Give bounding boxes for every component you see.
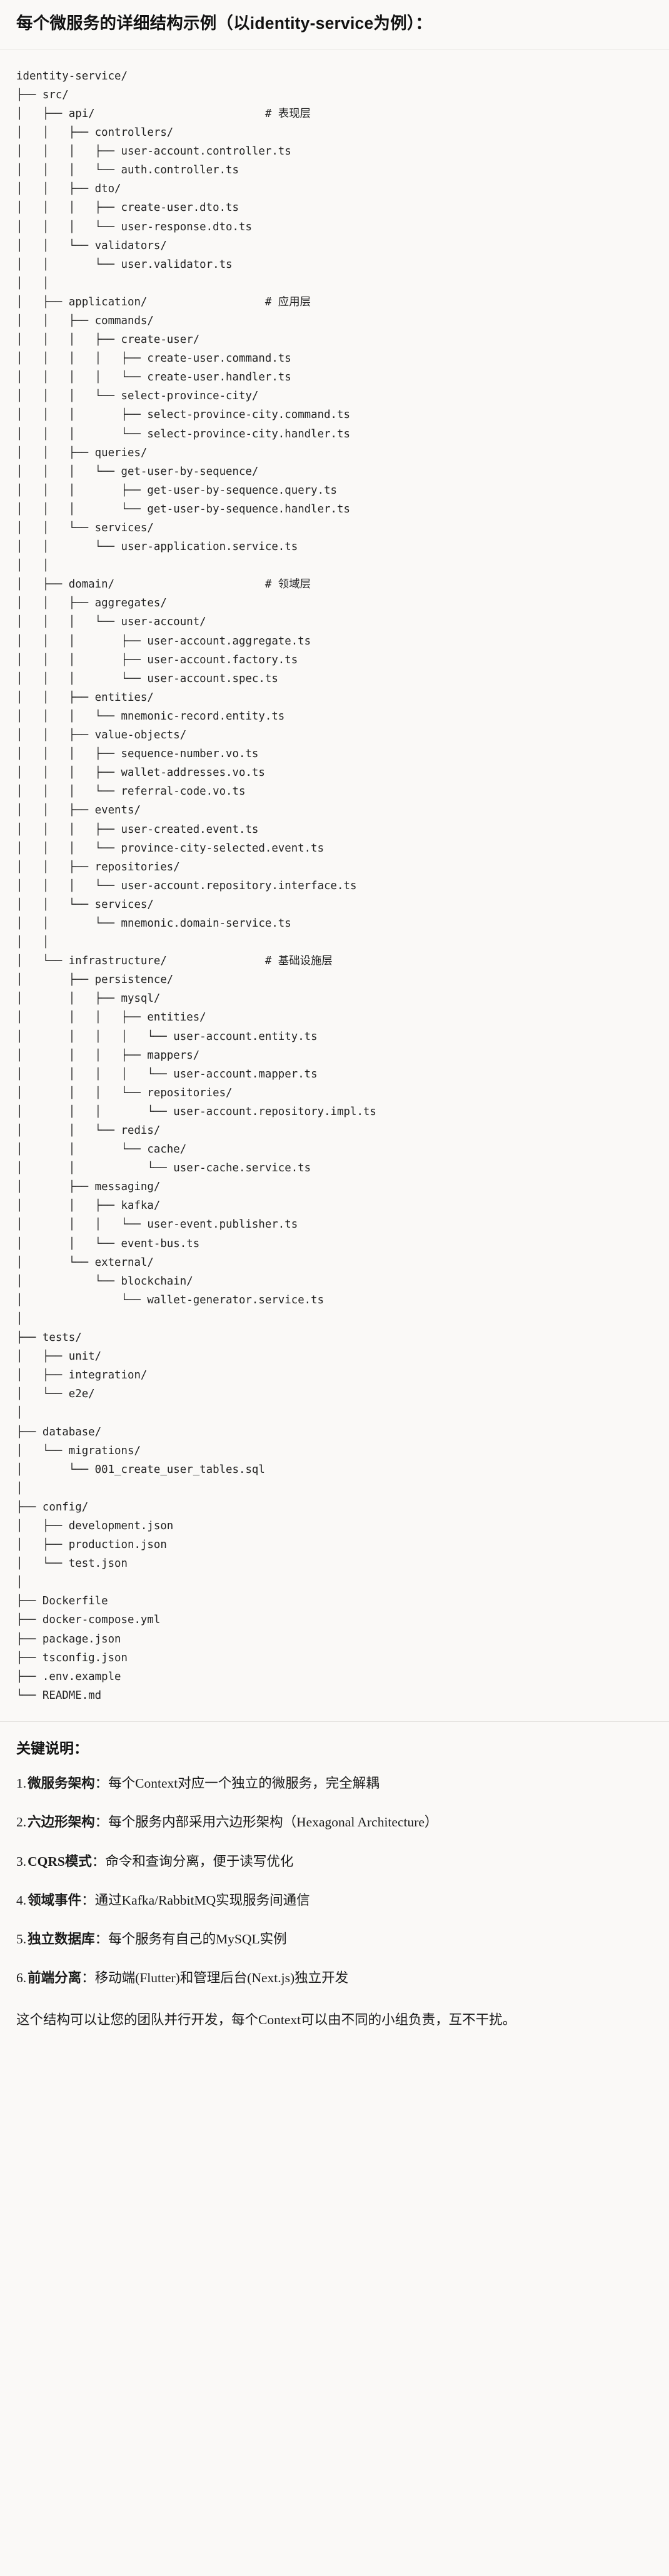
note-separator: ： [94,1815,109,1830]
note-description: 移动端(Flutter)和管理后台(Next.js)独立开发 [94,1970,349,1986]
closing-paragraph: 这个结构可以让您的团队并行开发，每个Context可以由不同的小组负责，互不干扰… [16,2012,516,2027]
note-term: CQRS模式 [28,1853,92,1869]
heading-section: 每个微服务的详细结构示例（以identity-service为例）： [0,0,669,49]
note-separator: ： [94,1932,109,1947]
note-description: 每个服务内部采用六边形架构（Hexagonal Architecture） [108,1815,438,1830]
document-page: 每个微服务的详细结构示例（以identity-service为例）： ident… [0,0,669,2049]
directory-tree: identity-service/ ├── src/ │ ├── api/ # … [16,69,376,1702]
note-term: 领域事件 [28,1892,82,1908]
list-item: 领域事件：通过Kafka/RabbitMQ实现服务间通信 [16,1890,653,1910]
note-description: 通过Kafka/RabbitMQ实现服务间通信 [94,1892,310,1908]
note-term: 独立数据库 [28,1932,95,1947]
note-separator: ： [94,1776,109,1791]
key-notes-title: 关键说明： [16,1739,88,1756]
note-description: 每个Context对应一个独立的微服务，完全解耦 [108,1776,380,1791]
directory-tree-section: identity-service/ ├── src/ │ ├── api/ # … [0,49,669,1722]
page-title: 每个微服务的详细结构示例（以identity-service为例）： [16,14,432,33]
note-separator: ： [81,1970,95,1986]
note-description: 命令和查询分离，便于读写优化 [105,1853,294,1869]
note-term: 前端分离 [28,1970,82,1986]
list-item: 微服务架构：每个Context对应一个独立的微服务，完全解耦 [16,1773,653,1793]
note-term: 微服务架构 [28,1776,95,1791]
key-notes-list: 微服务架构：每个Context对应一个独立的微服务，完全解耦 六边形架构：每个服… [16,1773,653,1988]
list-item: CQRS模式：命令和查询分离，便于读写优化 [16,1851,653,1871]
note-separator: ： [91,1853,106,1869]
key-notes-section: 关键说明： 微服务架构：每个Context对应一个独立的微服务，完全解耦 六边形… [0,1722,669,2049]
list-item: 独立数据库：每个服务有自己的MySQL实例 [16,1929,653,1949]
list-item: 六边形架构：每个服务内部采用六边形架构（Hexagonal Architectu… [16,1812,653,1832]
note-description: 每个服务有自己的MySQL实例 [108,1932,287,1947]
list-item: 前端分离：移动端(Flutter)和管理后台(Next.js)独立开发 [16,1968,653,1988]
note-separator: ： [81,1892,95,1908]
note-term: 六边形架构 [28,1815,95,1830]
